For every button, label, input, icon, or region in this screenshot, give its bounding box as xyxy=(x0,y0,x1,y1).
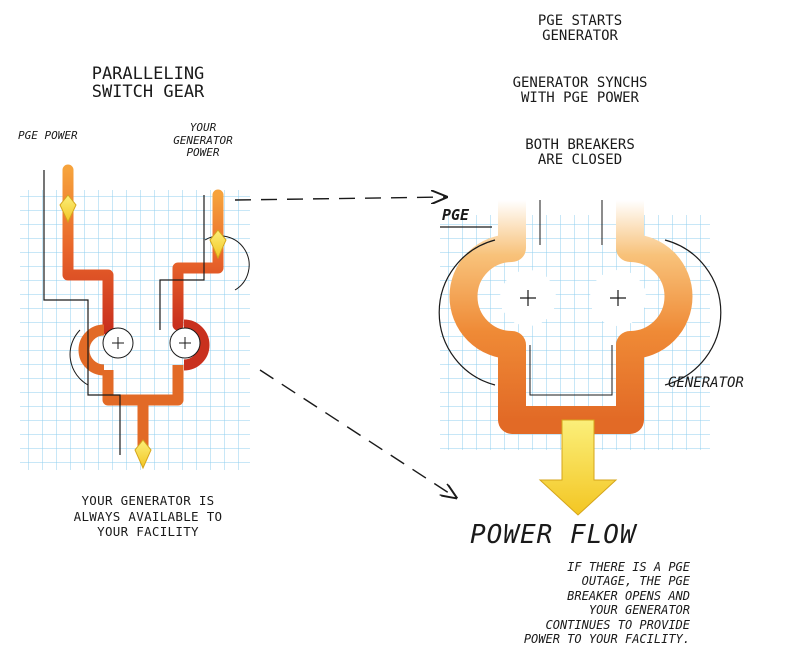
step2-line1: GENERATOR SYNCHS xyxy=(465,76,695,91)
pge-label: PGE xyxy=(442,208,469,224)
step1-line2: GENERATOR xyxy=(490,29,670,44)
outage-line4: YOUR GENERATOR xyxy=(390,603,690,617)
outage-line1: IF THERE IS A PGE xyxy=(390,560,690,574)
left-title: PARALLELING SWITCH GEAR xyxy=(58,66,238,102)
step2-line2: WITH PGE POWER xyxy=(465,91,695,106)
step2-text: GENERATOR SYNCHS WITH PGE POWER xyxy=(465,76,695,105)
caption-line2: ALWAYS AVAILABLE TO xyxy=(18,509,278,525)
caption-line1: YOUR GENERATOR IS xyxy=(18,493,278,509)
your-generator-power-label: YOUR GENERATOR POWER xyxy=(148,122,258,160)
step1-line1: PGE STARTS xyxy=(490,14,670,29)
outage-text: IF THERE IS A PGE OUTAGE, THE PGE BREAKE… xyxy=(390,560,690,646)
outage-line2: OUTAGE, THE PGE xyxy=(390,574,690,588)
leader-lines xyxy=(235,197,455,497)
outage-line3: BREAKER OPENS AND xyxy=(390,589,690,603)
left-caption: YOUR GENERATOR IS ALWAYS AVAILABLE TO YO… xyxy=(18,493,278,540)
generator-label: GENERATOR xyxy=(668,376,744,391)
step3-text: BOTH BREAKERS ARE CLOSED xyxy=(480,138,680,167)
power-flow-label: POWER FLOW xyxy=(470,522,637,549)
caption-line3: YOUR FACILITY xyxy=(18,524,278,540)
step3-line1: BOTH BREAKERS xyxy=(480,138,680,153)
pge-power-label: PGE POWER xyxy=(18,130,78,142)
outage-line5: CONTINUES TO PROVIDE xyxy=(390,618,690,632)
gen-label-line1: YOUR xyxy=(148,122,258,135)
step1-text: PGE STARTS GENERATOR xyxy=(490,14,670,43)
gen-label-line3: POWER xyxy=(148,147,258,160)
left-title-line2: SWITCH GEAR xyxy=(58,84,238,102)
step3-line2: ARE CLOSED xyxy=(480,153,680,168)
outage-line6: POWER TO YOUR FACILITY. xyxy=(390,632,690,646)
